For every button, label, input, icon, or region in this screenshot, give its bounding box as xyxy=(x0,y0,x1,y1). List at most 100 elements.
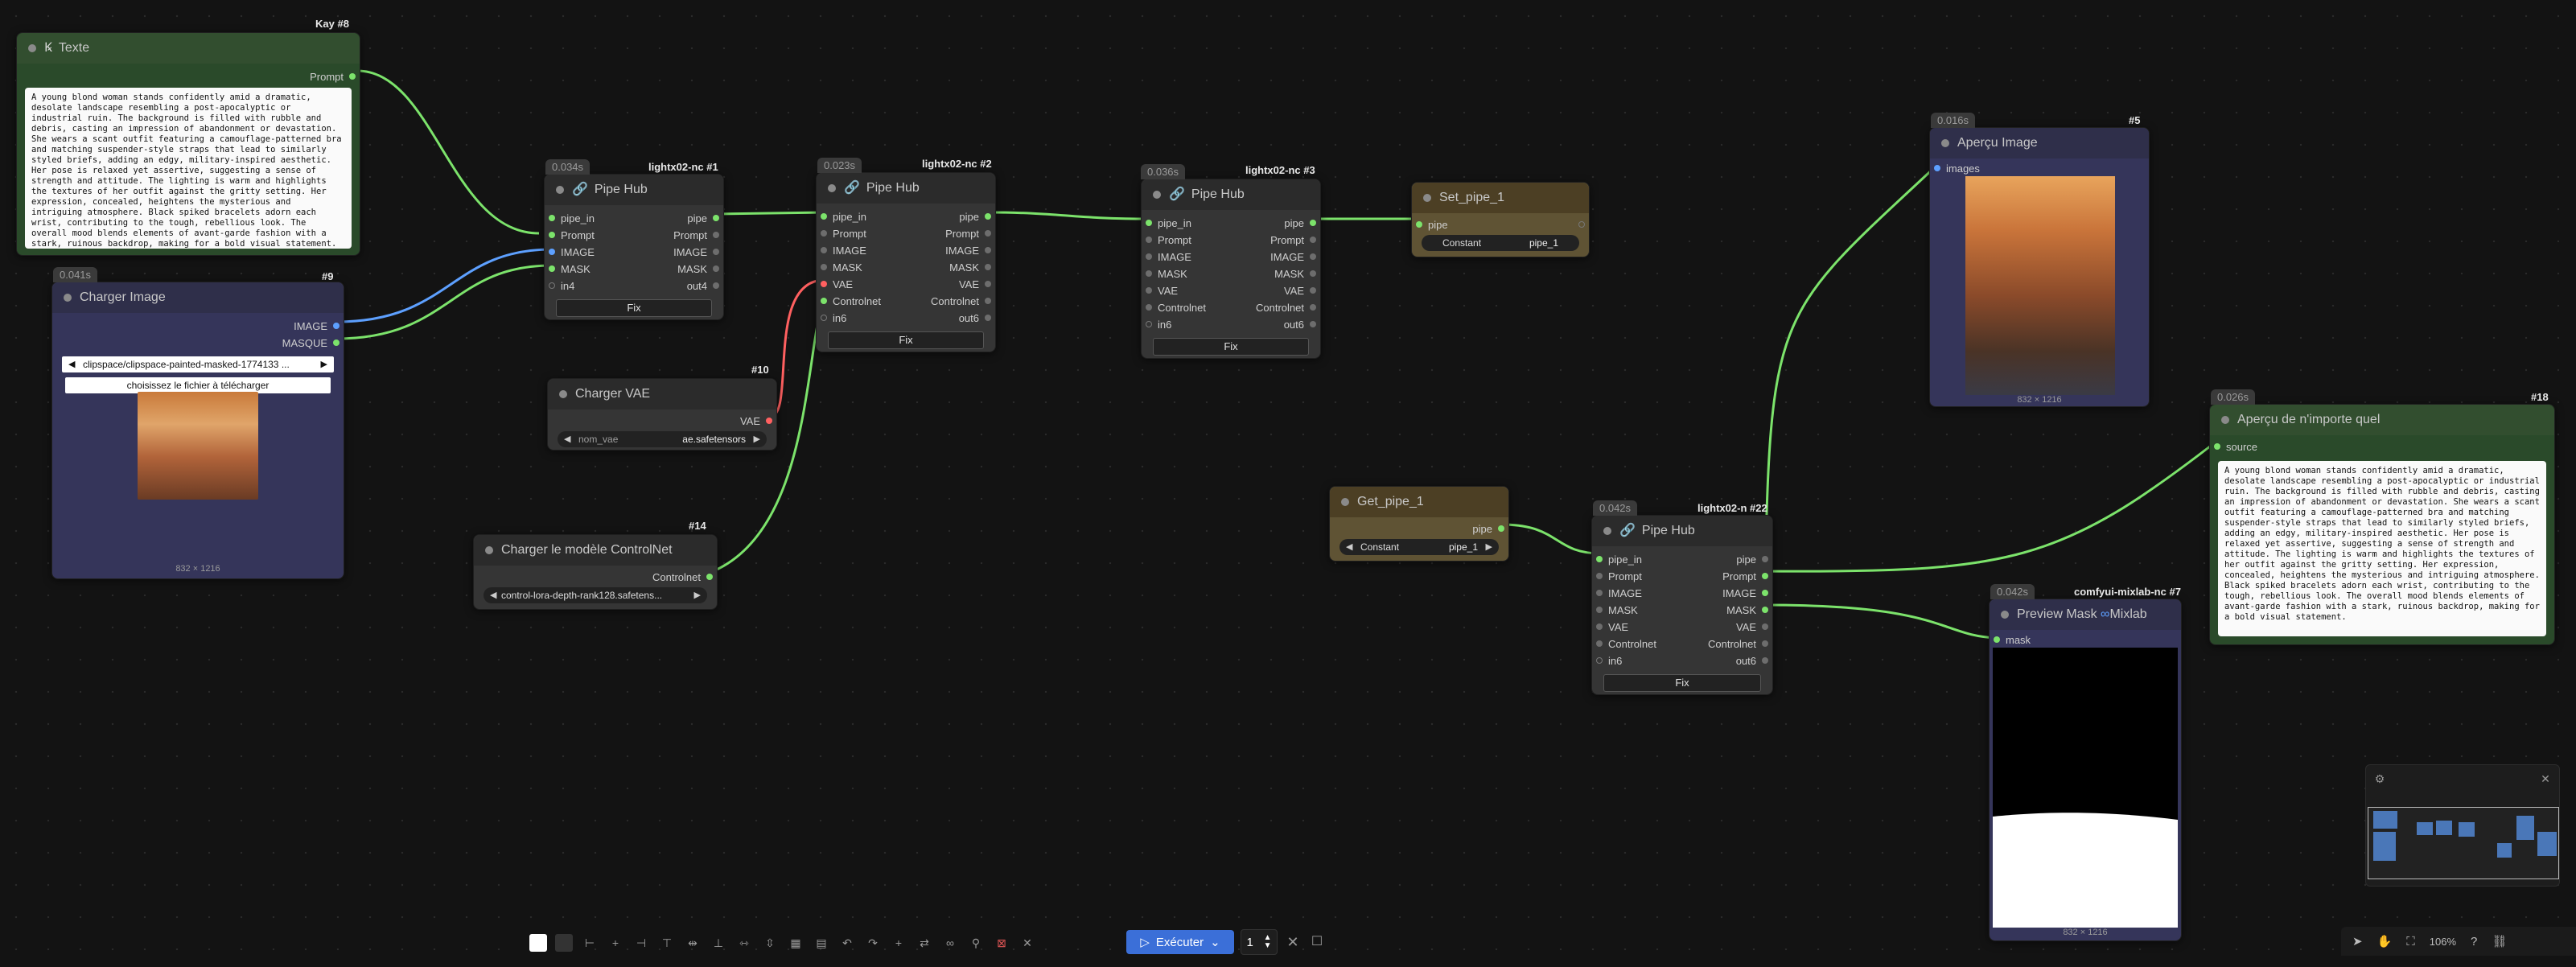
color-white-swatch[interactable] xyxy=(529,934,547,952)
input-socket[interactable] xyxy=(1596,657,1603,664)
controlnet-combo[interactable]: ◀ control-lora-depth-rank128.safetens...… xyxy=(484,587,707,603)
input-socket[interactable] xyxy=(1146,237,1152,243)
align-top-icon[interactable]: ⊤ xyxy=(661,936,673,949)
output-socket[interactable] xyxy=(706,574,713,580)
apercu-any-node[interactable]: Aperçu de n'importe quel source A young … xyxy=(2209,404,2555,645)
node-title[interactable]: Get_pipe_1 xyxy=(1330,487,1508,517)
output-socket[interactable] xyxy=(1762,657,1768,664)
input-socket[interactable] xyxy=(549,282,555,289)
output-socket[interactable] xyxy=(1762,590,1768,596)
input-socket[interactable] xyxy=(1596,623,1603,630)
stop-icon[interactable]: ☐ xyxy=(1311,935,1323,948)
output-socket[interactable] xyxy=(1310,270,1316,277)
align-middle-icon[interactable]: ⇹ xyxy=(688,936,697,949)
minimap-settings-icon[interactable]: ⚙ xyxy=(2374,772,2385,785)
align-right-icon[interactable]: ⊣ xyxy=(636,936,647,949)
input-socket[interactable] xyxy=(1596,556,1603,562)
output-socket[interactable] xyxy=(985,230,991,237)
output-socket[interactable] xyxy=(333,323,339,329)
input-socket[interactable] xyxy=(1146,321,1152,327)
input-socket[interactable] xyxy=(1596,590,1603,596)
node-title[interactable]: Charger le modèle ControlNet xyxy=(474,535,717,566)
minimap-viewport[interactable] xyxy=(2368,807,2559,879)
distribute-v-icon[interactable]: ⇳ xyxy=(765,936,775,949)
node-title[interactable]: Preview Mask ∞Mixlab xyxy=(1990,599,2181,630)
stepper-arrows-icon[interactable]: ▲▼ xyxy=(1263,933,1272,950)
prev-arrow-icon[interactable]: ◀ xyxy=(564,434,571,444)
node-title[interactable]: Set_pipe_1 xyxy=(1412,183,1589,213)
fix-button[interactable]: Fix xyxy=(828,331,984,349)
cancel-icon[interactable]: ✕ xyxy=(1286,934,1299,950)
charger-vae-node[interactable]: Charger VAE VAE ◀ nom_vae ae.safetensors… xyxy=(547,378,777,451)
node-title[interactable]: Charger VAE xyxy=(548,379,776,409)
add-icon[interactable]: + xyxy=(895,936,903,949)
prev-arrow-icon[interactable]: ◀ xyxy=(1346,542,1353,552)
next-arrow-icon[interactable]: ▶ xyxy=(1485,542,1492,552)
output-socket[interactable] xyxy=(333,339,339,346)
input-socket[interactable] xyxy=(1994,636,2000,643)
prompt-textarea[interactable]: A young blond woman stands confidently a… xyxy=(25,88,352,249)
fit-view-icon[interactable]: ⛶ xyxy=(2406,934,2415,948)
input-socket[interactable] xyxy=(821,247,827,253)
output-socket[interactable] xyxy=(1762,607,1768,613)
node-title[interactable]: 🔗Pipe Hub xyxy=(1142,179,1320,210)
align-bottom-icon[interactable]: ⊥ xyxy=(713,936,724,949)
align-left-icon[interactable]: ⊢ xyxy=(584,936,595,949)
input-socket[interactable] xyxy=(1416,221,1422,228)
output-socket[interactable] xyxy=(713,265,719,272)
input-socket[interactable] xyxy=(1934,165,1940,171)
preview-textarea[interactable]: A young blond woman stands confidently a… xyxy=(2218,461,2546,636)
redo-icon[interactable]: ↷ xyxy=(868,936,878,949)
prev-arrow-icon[interactable]: ◀ xyxy=(490,590,497,600)
minimap-close-icon[interactable]: ✕ xyxy=(2541,772,2550,785)
node-title[interactable]: Aperçu Image xyxy=(1930,128,2149,158)
input-socket[interactable] xyxy=(821,264,827,270)
run-button[interactable]: ▷ Exécuter ⌄ xyxy=(1126,930,1234,954)
zoom-level[interactable]: 106% xyxy=(2429,935,2457,948)
set-pipe-node[interactable]: Set_pipe_1 pipe Constant pipe_1 xyxy=(1411,182,1590,257)
output-socket[interactable] xyxy=(1310,321,1316,327)
get-pipe-node[interactable]: Get_pipe_1 pipe ◀ Constant pipe_1 ▶ xyxy=(1329,486,1509,562)
input-socket[interactable] xyxy=(1596,640,1603,647)
input-socket[interactable] xyxy=(1146,220,1152,226)
input-socket[interactable] xyxy=(1146,253,1152,260)
next-arrow-icon[interactable]: ▶ xyxy=(320,360,327,369)
apercu-image-node[interactable]: Aperçu Image images 832 × 1216 xyxy=(1929,127,2150,407)
node-title[interactable]: Aperçu de n'importe quel xyxy=(2210,405,2554,435)
file-combo[interactable]: ◀ clipspace/clipspace-painted-masked-177… xyxy=(62,356,334,372)
charger-controlnet-node[interactable]: Charger le modèle ControlNet Controlnet … xyxy=(473,534,718,610)
input-socket[interactable] xyxy=(549,249,555,255)
input-socket[interactable] xyxy=(821,298,827,304)
grid-icon[interactable]: ▦ xyxy=(790,936,801,949)
output-socket[interactable] xyxy=(985,264,991,270)
output-socket[interactable] xyxy=(985,213,991,220)
select-tool-icon[interactable]: ➤ xyxy=(2352,935,2363,948)
upload-button[interactable]: choisissez le fichier à télécharger xyxy=(65,377,331,393)
align-center-icon[interactable]: + xyxy=(611,936,619,949)
input-socket[interactable] xyxy=(821,230,827,237)
close-toolbar-icon[interactable]: ✕ xyxy=(1023,936,1032,949)
input-socket[interactable] xyxy=(1146,287,1152,294)
output-socket[interactable] xyxy=(713,215,719,221)
output-socket[interactable] xyxy=(1310,237,1316,243)
fix-button[interactable]: Fix xyxy=(1153,338,1309,356)
input-socket[interactable] xyxy=(821,281,827,287)
node-title[interactable]: 🔗Pipe Hub xyxy=(1592,516,1772,546)
bypass-icon[interactable]: ⇄ xyxy=(920,936,929,949)
vae-combo[interactable]: ◀ nom_vae ae.safetensors ▶ xyxy=(558,431,767,447)
hand-tool-icon[interactable]: ✋ xyxy=(2376,935,2393,948)
constant-combo[interactable]: Constant pipe_1 xyxy=(1422,235,1579,251)
output-socket[interactable] xyxy=(985,281,991,287)
output-socket[interactable] xyxy=(713,249,719,255)
fix-button[interactable]: Fix xyxy=(1603,674,1761,692)
link-visibility-icon[interactable]: ⛓ xyxy=(2492,935,2508,948)
input-socket[interactable] xyxy=(1596,607,1603,613)
node-title[interactable]: 🔗Pipe Hub xyxy=(817,173,995,204)
output-socket[interactable] xyxy=(1762,640,1768,647)
output-socket[interactable] xyxy=(1762,556,1768,562)
help-icon[interactable]: ? xyxy=(2471,934,2478,948)
output-socket[interactable] xyxy=(985,298,991,304)
output-socket[interactable] xyxy=(1310,253,1316,260)
